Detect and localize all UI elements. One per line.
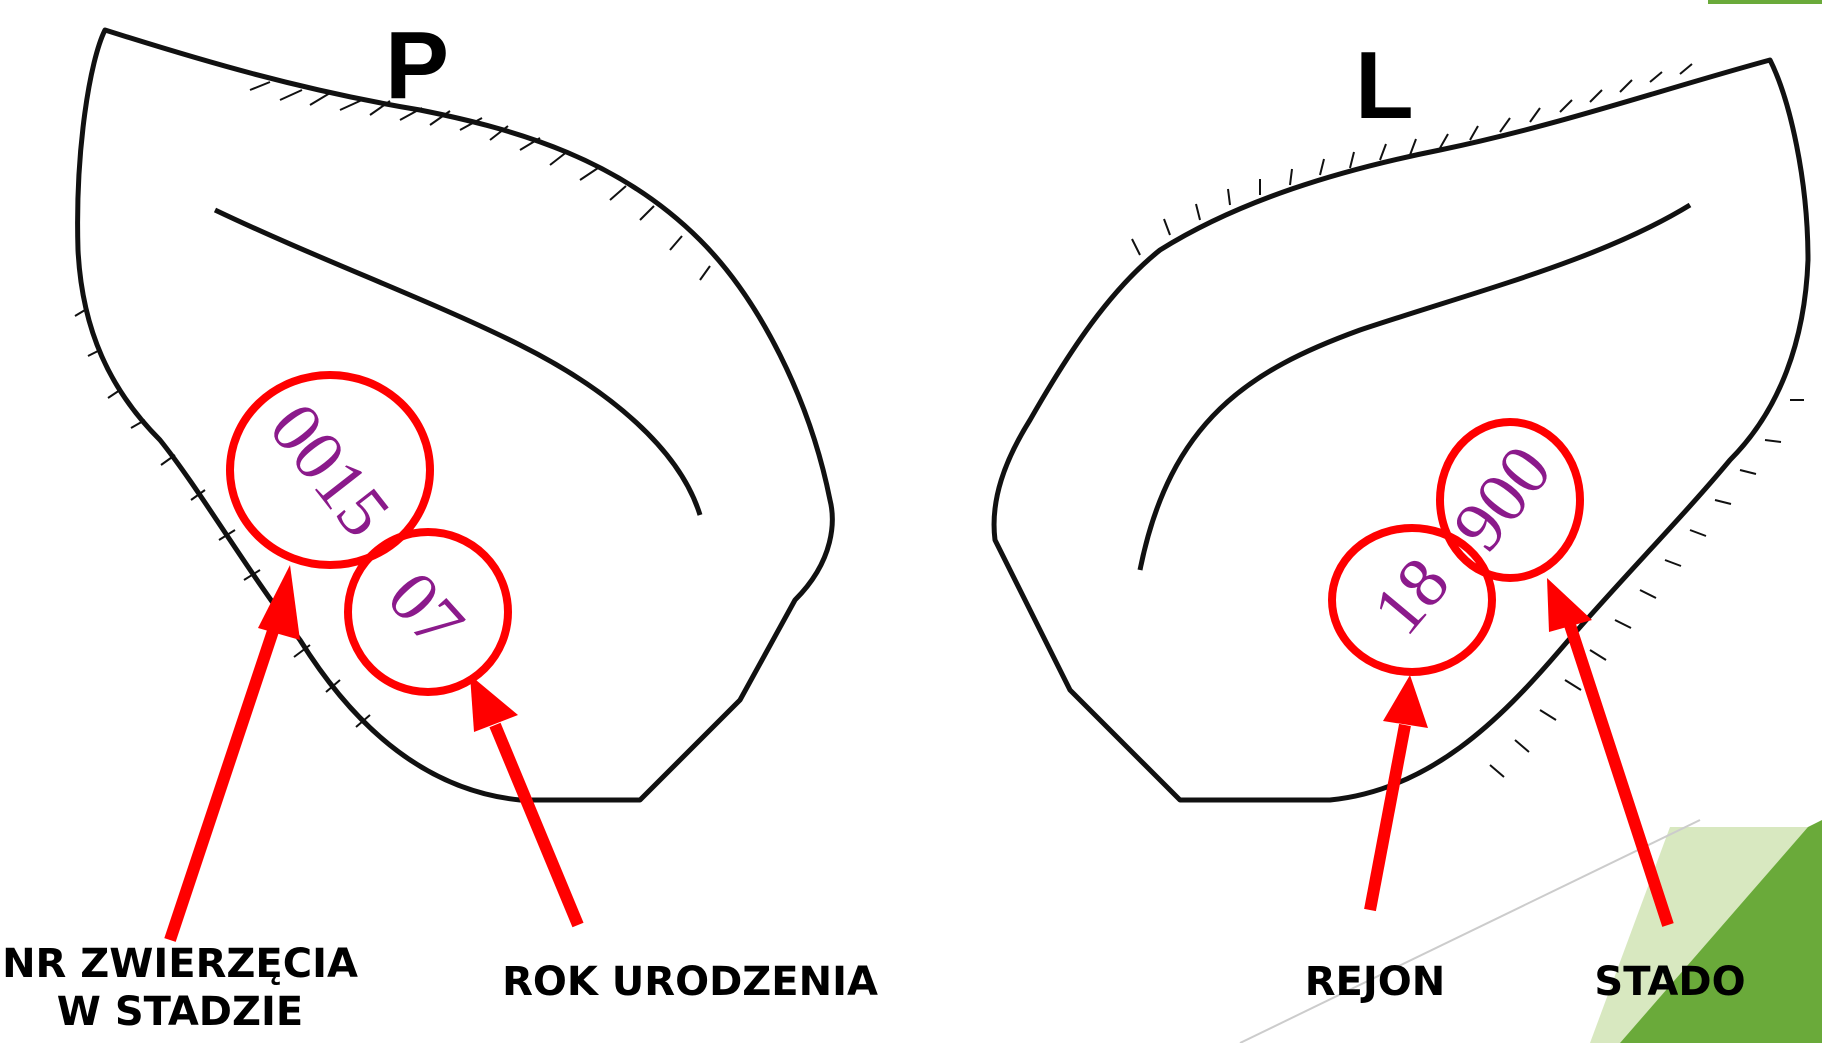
right-ear-inner-fold	[1140, 205, 1690, 570]
accent-top-corner	[1708, 0, 1822, 4]
label-nr-zwierzecia-line1: NR ZWIERZĘCIA	[0, 940, 360, 988]
label-nr-zwierzecia-line2: W STADZIE	[0, 988, 360, 1036]
arrow-rok-urodzenia-head	[470, 675, 518, 732]
arrow-rok-urodzenia-shaft	[495, 725, 578, 925]
left-ear-side-letter: P	[385, 18, 449, 114]
arrow-rejon-shaft	[1370, 725, 1405, 910]
arrow-nr-zwierzecia-head	[258, 565, 300, 640]
left-ear-hair-top	[250, 82, 710, 280]
right-ear-outline	[994, 60, 1808, 800]
label-nr-zwierzecia: NR ZWIERZĘCIA W STADZIE	[0, 940, 360, 1036]
label-rejon: REJON	[1270, 958, 1480, 1006]
right-ear-side-letter: L	[1355, 38, 1414, 134]
arrow-nr-zwierzecia-shaft	[170, 610, 280, 940]
right-ear	[994, 60, 1808, 800]
arrow-stado-shaft	[1570, 625, 1668, 925]
label-stado: STADO	[1580, 958, 1760, 1006]
arrow-rejon-head	[1383, 675, 1428, 728]
label-rok-urodzenia: ROK URODZENIA	[500, 958, 880, 1006]
